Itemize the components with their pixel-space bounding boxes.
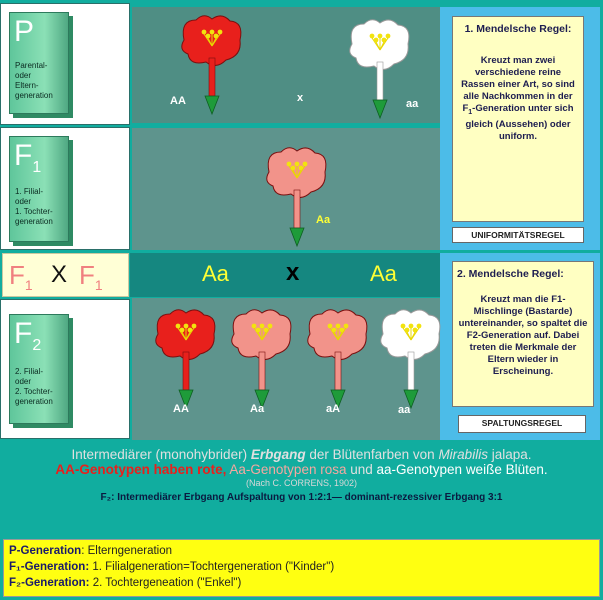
f2-red-flower-petals [155, 309, 216, 360]
f1-label-a: F1 [9, 260, 33, 294]
cross-left-genotype: Aa [202, 261, 229, 286]
caption-summary: F₂: Intermediärer Erbgang Aufspaltung vo… [100, 492, 503, 503]
p-generation-box: P Parental- oder Eltern- generation [9, 12, 69, 114]
legend-f2: F₂-Generation: 2. Tochtergeneation ("Enk… [9, 577, 242, 589]
p-generation-cell: P Parental- oder Eltern- generation [0, 3, 130, 125]
f1-cross-label: F1 X F1 [2, 253, 129, 297]
f2-generation-box: F2 2. Filial- oder 2. Tochter- generatio… [9, 314, 69, 424]
f2-red-flower-calyx [178, 389, 194, 410]
f2-white-flower-calyx [403, 389, 419, 410]
rule2-label: SPALTUNGSREGEL [458, 415, 586, 433]
cross-band: Aa x Aa [130, 253, 440, 297]
p-red-flower-stamens [201, 29, 223, 47]
f2-pink-flower-2-calyx [330, 389, 346, 410]
f2-letter: F2 [14, 317, 42, 354]
f2-pink-flower-1-tube [258, 351, 266, 391]
rule2-text: 2. Mendelsche Regel: Kreuzt man die F1-M… [452, 261, 594, 407]
f1-pink-flower-tube [293, 189, 301, 229]
f2-white-flower-petals [380, 309, 441, 360]
p-red-flower-petals [181, 15, 242, 66]
f2-pink-flower-1-petals [231, 309, 292, 360]
cross-times: X [51, 261, 68, 288]
caption-source: (Nach C. CORRENS, 1902) [245, 478, 358, 488]
rule1-label: UNIFORMITÄTSREGEL [452, 227, 584, 243]
f2-description: 2. Filial- oder 2. Tochter- generation [15, 367, 53, 406]
f2-pink-flower-1-calyx [254, 389, 270, 410]
cross-right-genotype: Aa [370, 261, 397, 286]
caption-line1: Intermediärer (monohybrider) Erbgang der… [71, 447, 532, 462]
caption-line2: AA-Genotypen haben rote, Aa-Genotypen ro… [55, 462, 548, 477]
rule1-text: 1. Mendelsche Regel: Kreuzt man zwei ver… [452, 16, 584, 222]
f2-pink-flower-2-stamens [327, 323, 349, 341]
p-red-flower-calyx [204, 95, 220, 116]
f2-generation-cell: F2 2. Filial- oder 2. Tochter- generatio… [0, 299, 130, 439]
rule2-body: Kreuzt man die F1-Mischlinge (Bastarde) … [458, 294, 588, 377]
f2-genotype-3: aa [398, 404, 411, 416]
legend-f1: F₁-Generation: 1. Filialgeneration=Tocht… [9, 561, 335, 573]
p-red-flower-tube [208, 57, 216, 97]
f2-pink-flower-2 [307, 309, 368, 410]
p-red-flower [181, 15, 242, 116]
p-right-genotype: aa [406, 98, 419, 110]
caption: Intermediärer (monohybrider) Erbgang der… [0, 447, 603, 505]
f2-white-flower-tube [407, 351, 415, 391]
f1-genotype: Aa [316, 214, 331, 226]
p-white-flower-stamens [369, 33, 391, 51]
f2-white-flower-stamens [400, 323, 422, 341]
f1-pink-flower-stamens [286, 161, 308, 179]
f2-pink-flower-2-tube [334, 351, 342, 391]
rule1-heading: 1. Mendelsche Regel: [464, 23, 572, 35]
f2-pink-flower-1 [231, 309, 292, 410]
p-cross-symbol: x [297, 92, 304, 104]
f2-genotype-2: aA [326, 403, 341, 415]
f1-pink-flower [266, 147, 327, 248]
f1-generation-cell: F1 1. Filial- oder 1. Tochter- generatio… [0, 127, 130, 250]
f2-pink-flower-2-petals [307, 309, 368, 360]
f2-red-flower [155, 309, 216, 410]
rule1-body: Kreuzt man zwei verschiedene reine Rasse… [461, 55, 575, 142]
f1-description: 1. Filial- oder 1. Tochter- generation [15, 187, 53, 226]
f1-letter: F1 [14, 139, 42, 176]
p-white-flower [349, 19, 410, 120]
legend-box: P-Generation: Elterngeneration F₁-Genera… [3, 539, 600, 597]
f2-red-flower-tube [182, 351, 190, 391]
legend-p: P-Generation: Elterngeneration [9, 545, 173, 557]
f2-genotype-1: Aa [250, 403, 265, 415]
f1-generation-box: F1 1. Filial- oder 1. Tochter- generatio… [9, 136, 69, 242]
f2-pink-flower-1-stamens [251, 323, 273, 341]
p-white-flower-tube [376, 61, 384, 101]
f2-white-flower [380, 309, 441, 410]
rule2-heading: 2. Mendelsche Regel: [457, 268, 564, 280]
cross-x: x [286, 259, 300, 286]
p-white-flower-calyx [372, 99, 388, 120]
f1-label-b: F1 [79, 260, 103, 294]
p-letter: P [14, 15, 35, 48]
f1-pink-flower-calyx [289, 227, 305, 248]
f2-red-flower-stamens [175, 323, 197, 341]
f2-genotype-0: AA [173, 403, 189, 415]
p-description: Parental- oder Eltern- generation [15, 61, 53, 100]
f1-pink-flower-petals [266, 147, 327, 198]
p-left-genotype: AA [170, 95, 186, 107]
p-white-flower-petals [349, 19, 410, 70]
